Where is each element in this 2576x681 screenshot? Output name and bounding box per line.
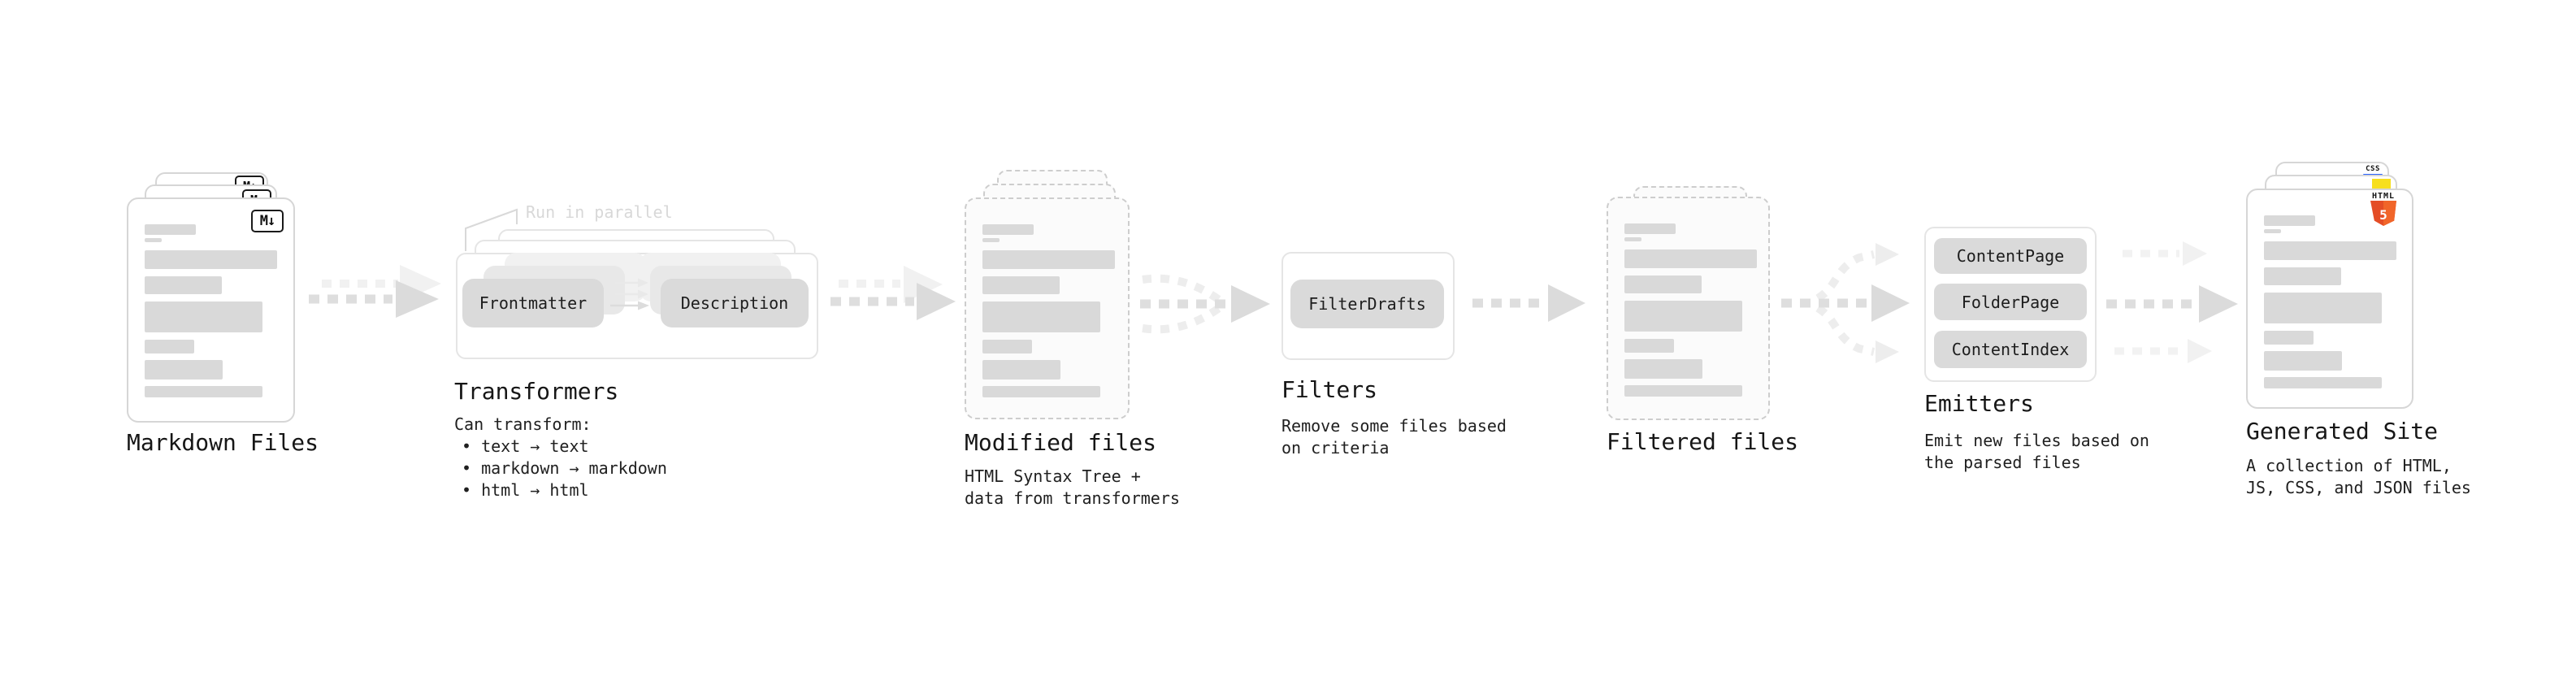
filters-description: Remove some files based on criteria: [1281, 415, 1507, 459]
modified-files-label: Modified files: [965, 429, 1157, 456]
placeholder-bar: [2264, 229, 2281, 233]
filtered-files-label: Filtered files: [1607, 428, 1799, 455]
transformers-description-line: Can transform:: [454, 414, 592, 434]
arrow-modified-to-filters-merge-icon: [1140, 274, 1270, 334]
document-content-placeholder: [1624, 223, 1757, 397]
section-filtered-files: Filtered files: [1607, 186, 1818, 479]
section-transformers: Run in parallel Frontmatter Description …: [454, 195, 836, 512]
run-in-parallel-annotation: Run in parallel: [526, 202, 673, 222]
markdown-files-label: Markdown Files: [127, 429, 319, 456]
transformers-description-line: • text → text: [462, 436, 589, 456]
html5-shield-icon: 5: [2370, 201, 2396, 226]
placeholder-bar: [1624, 301, 1742, 332]
placeholder-bar: [2264, 215, 2315, 226]
document-content-placeholder: [145, 224, 279, 397]
placeholder-bar: [2264, 377, 2382, 388]
placeholder-bar: [982, 224, 1034, 235]
transformers-label: Transformers: [454, 378, 619, 405]
document-content-placeholder: [2264, 215, 2397, 388]
section-markdown-files: M↓ M↓ M↓ Markdown Files: [127, 172, 338, 473]
modified-files-description-line: HTML Syntax Tree +: [965, 466, 1141, 486]
frontmatter-pill: Frontmatter: [462, 279, 604, 327]
css-icon-label: CSS: [2366, 165, 2380, 173]
emitters-description: Emit new files based on the parsed files: [1924, 430, 2149, 474]
placeholder-bar: [145, 238, 162, 242]
placeholder-bar: [982, 301, 1100, 332]
placeholder-bar: [2264, 267, 2341, 285]
run-in-parallel-connector-line: [465, 208, 518, 251]
placeholder-bar: [145, 340, 194, 354]
section-filters: FilterDrafts Filters Remove some files b…: [1281, 252, 1509, 479]
placeholder-bar: [145, 360, 223, 380]
filters-description-line: on criteria: [1281, 438, 1390, 458]
svg-text:5: 5: [2379, 207, 2387, 223]
placeholder-bar: [1624, 339, 1674, 353]
placeholder-bar: [1624, 237, 1641, 241]
generated-site-label: Generated Site: [2246, 418, 2439, 445]
placeholder-bar: [2264, 351, 2342, 371]
placeholder-bar: [1624, 223, 1676, 234]
placeholder-bar: [145, 386, 262, 397]
html5-icon-label: HTML: [2371, 192, 2396, 201]
placeholder-bar: [982, 276, 1060, 294]
description-pill: Description: [661, 279, 809, 327]
document-content-placeholder: [982, 224, 1115, 397]
markdown-icon: M↓: [251, 210, 284, 232]
section-modified-files: Modified files HTML Syntax Tree + data f…: [965, 170, 1192, 511]
placeholder-bar: [145, 250, 277, 269]
arrow-filtered-to-emitters-fanout-icon: [1781, 243, 1910, 363]
placeholder-bar: [2264, 331, 2314, 345]
placeholder-bar: [1624, 385, 1742, 397]
modified-files-description-line: data from transformers: [965, 488, 1180, 508]
arrow-emitters-to-generated-icon: [2106, 241, 2238, 363]
filters-label: Filters: [1281, 376, 1378, 403]
placeholder-bar: [145, 276, 222, 294]
modified-files-description: HTML Syntax Tree + data from transformer…: [965, 466, 1180, 510]
content-page-pill: ContentPage: [1934, 238, 2087, 274]
section-emitters: ContentPage FolderPage ContentIndex Emit…: [1924, 227, 2152, 487]
placeholder-bar: [982, 340, 1032, 354]
placeholder-bar: [145, 301, 262, 332]
placeholder-bar: [2264, 293, 2382, 323]
placeholder-bar: [982, 250, 1115, 269]
placeholder-bar: [1624, 359, 1702, 379]
html5-icon: HTML 5: [2365, 192, 2402, 229]
placeholder-bar: [1624, 275, 1702, 293]
generated-site-sheet-html: HTML 5: [2246, 189, 2413, 409]
placeholder-bar: [982, 386, 1100, 397]
markdown-file-sheet-front: M↓: [127, 197, 295, 423]
emitters-label: Emitters: [1924, 390, 2034, 417]
generated-site-description-line: JS, CSS, and JSON files: [2246, 478, 2471, 497]
arrow-transformers-to-modified-icon: [830, 266, 956, 320]
transformers-description-line: • markdown → markdown: [462, 458, 667, 478]
arrow-markdown-to-transformers-icon: [309, 265, 441, 318]
transformers-description-line: • html → html: [462, 480, 589, 500]
modified-file-sheet-front: [965, 197, 1130, 419]
placeholder-bar: [2264, 241, 2396, 260]
parallel-transform-arrows-icon: [610, 278, 649, 310]
javascript-icon: [2372, 179, 2391, 189]
placeholder-bar: [1624, 249, 1757, 268]
folder-page-pill: FolderPage: [1934, 284, 2087, 320]
transformers-description: Can transform: • text → text • markdown …: [454, 414, 667, 501]
placeholder-bar: [982, 360, 1060, 380]
generated-site-description-line: A collection of HTML,: [2246, 456, 2452, 475]
filter-drafts-pill: FilterDrafts: [1290, 280, 1444, 328]
content-index-pill: ContentIndex: [1934, 331, 2087, 368]
arrow-filters-to-filtered-icon: [1472, 284, 1585, 322]
section-generated-site: CSS HTML 5 Generated Site A collection o…: [2246, 162, 2490, 511]
emitters-description-line: the parsed files: [1924, 453, 2081, 472]
filtered-file-sheet-front: [1607, 197, 1770, 420]
placeholder-bar: [145, 224, 196, 235]
filters-description-line: Remove some files based: [1281, 416, 1507, 436]
generated-site-description: A collection of HTML, JS, CSS, and JSON …: [2246, 455, 2471, 499]
placeholder-bar: [982, 238, 1000, 242]
emitters-description-line: Emit new files based on: [1924, 431, 2149, 450]
